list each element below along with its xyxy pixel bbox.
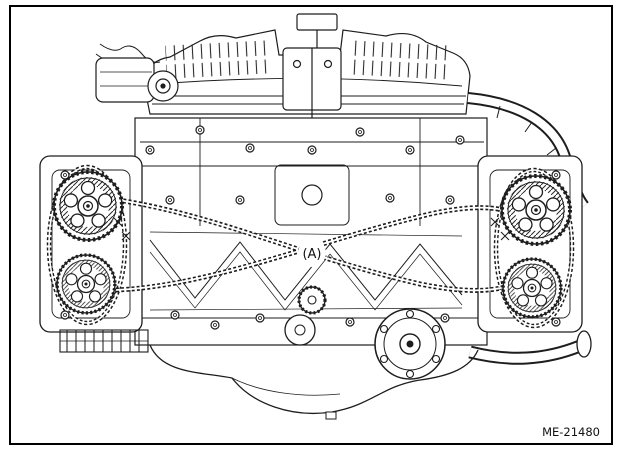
thermostat-outlet-hose (468, 330, 592, 365)
oil-pan (149, 344, 479, 420)
throttle-body (282, 47, 342, 140)
timing-chain-cross (115, 197, 506, 293)
timing-chain-right-loop (493, 167, 575, 329)
right-cam-sprocket-upper (502, 176, 570, 244)
left-cam-sprocket-lower (57, 255, 115, 313)
timing-chain-left-loop (46, 164, 128, 326)
right-cam-sprocket-lower (503, 259, 561, 317)
diagram-border (9, 5, 613, 445)
water-pump (374, 308, 446, 380)
label-a-text: (A) (302, 247, 321, 262)
figure-code: ME-21480 (542, 425, 600, 439)
label-a: (A) (298, 239, 326, 267)
left-lower-bracket (59, 329, 149, 353)
ignition-coil (296, 13, 338, 48)
left-cam-sprocket-upper (54, 172, 122, 240)
surface-x-marks (113, 217, 510, 241)
alternator (95, 57, 179, 103)
crank-sprocket (284, 285, 327, 346)
